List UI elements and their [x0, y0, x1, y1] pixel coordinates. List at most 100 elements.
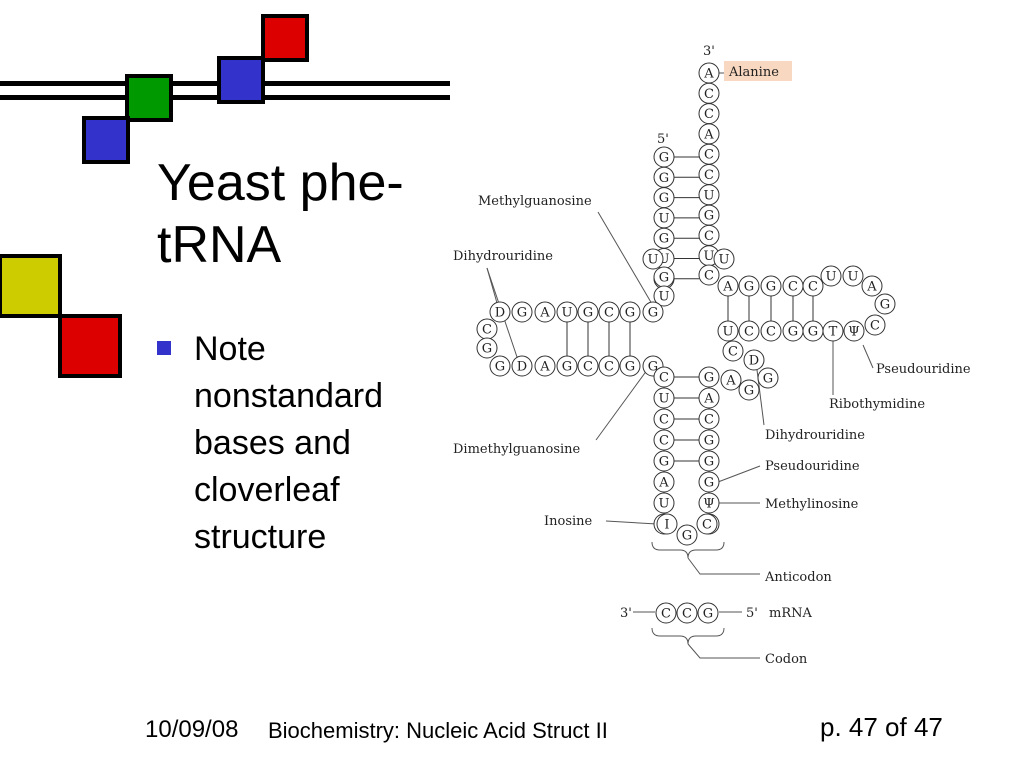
nt-darm-bottom-3: G — [556, 355, 578, 377]
nt-tarm-top-4: C — [802, 275, 824, 297]
leader-pseudouridine-anticodon — [717, 465, 761, 483]
nt-tarm-top-6-base: U — [848, 270, 859, 285]
nt-anticodon-stem-left-1-base: U — [659, 392, 670, 407]
nt-variable-4: G — [757, 367, 779, 389]
nt-tarm-top-1: G — [738, 275, 760, 297]
nt-darm-top-3-base: U — [562, 306, 573, 321]
nt-darm-top-0-circle — [489, 301, 511, 323]
nt-tarm-top-7-circle — [861, 275, 883, 297]
nt-acceptor3-3: A — [698, 123, 720, 145]
nt-tarm-bottom-1-base: C — [744, 325, 754, 340]
nt-tarm-bottom-1: C — [738, 320, 760, 342]
nt-tarm-bottom-5-circle — [822, 320, 844, 342]
nt-darm-top-3: U — [556, 301, 578, 323]
nt-anticodon-2-base: C — [702, 518, 712, 533]
nt-anticodon-stem-left-5: A — [653, 471, 675, 493]
nt-anticodon-stem-left-4-base: G — [659, 455, 669, 470]
nt-acceptor3-5-base: C — [704, 168, 714, 183]
label-dimethylguanosine: Dimethylguanosine — [453, 442, 581, 457]
nt-anticodon-stem-left-0: C — [653, 366, 675, 388]
nt-mrna-1-base: C — [682, 607, 692, 622]
nt-tarm-bottom-0-circle — [717, 320, 739, 342]
nt-acceptor3-6-base: U — [704, 188, 715, 203]
deco-square-blue — [217, 56, 265, 104]
nt-tarm-bottom-6-circle — [843, 320, 865, 342]
nt-acceptor3-4: C — [698, 143, 720, 165]
nt-connector-left-2: U — [653, 285, 675, 307]
nt-darm-bottom-0-circle — [489, 355, 511, 377]
nt-anticodon-0: I — [656, 513, 678, 535]
nt-variable-0-base: C — [728, 345, 738, 360]
nt-tarm-top-7-base: A — [866, 280, 877, 295]
nt-tarm-bottom-6: Ψ — [843, 320, 865, 342]
nt-tarm-top-2: G — [760, 275, 782, 297]
nt-tarm-top-5-base: U — [826, 270, 837, 285]
nt-darm-top-7: G — [642, 301, 664, 323]
nt-mrna-1-circle — [676, 602, 698, 624]
nt-acceptor3-7: G — [698, 204, 720, 226]
brace-codon — [651, 627, 725, 645]
nt-anticodon-stem-left-2-base: C — [659, 413, 669, 428]
nt-acceptor3-1-base: C — [704, 87, 714, 102]
nt-tarm-bottom-4-base: G — [808, 325, 818, 340]
nt-connector-right-0-circle — [713, 248, 735, 270]
nt-tarm-top-3: C — [782, 275, 804, 297]
bullet-text: Note nonstandard bases and cloverleaf st… — [194, 330, 384, 556]
nt-acceptor3-6: U — [698, 184, 720, 206]
nt-anticodon-stem-right-0-circle — [698, 366, 720, 388]
nt-darm-top-1-base: G — [517, 306, 527, 321]
nt-connector-left-0: U — [642, 248, 664, 270]
nt-anticodon-stem-right-3-base: G — [704, 434, 714, 449]
nt-anticodon-1-circle — [676, 524, 698, 546]
nt-connector-left-2-circle — [653, 285, 675, 307]
deco-square-red-2 — [58, 314, 122, 378]
nt-anticodon-stem-left-3-circle — [653, 429, 675, 451]
deco-square-green — [125, 74, 173, 122]
bullet-marker — [157, 341, 171, 355]
label-3prime-top: 3' — [703, 44, 715, 59]
nt-tarm-top-1-base: G — [744, 280, 754, 295]
nt-darm-bottom-0-base: G — [495, 360, 505, 375]
nt-acceptor5-4: G — [653, 227, 675, 249]
nt-anticodon-stem-left-0-base: C — [659, 371, 669, 386]
nt-anticodon-stem-left-1: U — [653, 387, 675, 409]
nt-darm-bottom-4-base: C — [583, 360, 593, 375]
nt-darm-top-4: G — [577, 301, 599, 323]
label-5prime-top: 5' — [657, 132, 669, 147]
nt-darm-bottom-1: D — [511, 355, 533, 377]
nt-tarm-top-6: U — [842, 265, 864, 287]
nt-darm-top-4-circle — [577, 301, 599, 323]
nt-acceptor3-8: C — [698, 224, 720, 246]
trna-diagram: ACCACCUGCUGGGUGUUUGUUCDGAUGCGGGDAGCCGGCG… — [453, 44, 971, 667]
footer-date: 10/09/08 — [145, 716, 239, 743]
nt-anticodon-stem-right-4: G — [698, 450, 720, 472]
nt-anticodon-stem-right-3-circle — [698, 429, 720, 451]
label-inosine: Inosine — [544, 514, 593, 529]
nt-tarm-bottom-4: G — [802, 320, 824, 342]
nt-connector-left-2-base: U — [659, 290, 670, 305]
label-methylguanosine: Methylguanosine — [478, 194, 592, 209]
nt-anticodon-stem-left-6: U — [653, 492, 675, 514]
label-leader-lines — [486, 72, 874, 659]
nt-darm-bottom-4: C — [577, 355, 599, 377]
nt-acceptor3-2-base: C — [704, 107, 714, 122]
nt-darm-bottom-3-circle — [556, 355, 578, 377]
nt-acceptor5-4-base: G — [659, 232, 669, 247]
nt-anticodon-stem-left-3: C — [653, 429, 675, 451]
nt-anticodon-0-base: I — [664, 518, 669, 533]
deco-square-blue-2 — [82, 116, 130, 164]
nt-anticodon-stem-right-2-base: C — [704, 413, 714, 428]
leader-codon — [687, 643, 760, 659]
nt-acceptor5-2-base: G — [659, 191, 669, 206]
nt-darm-top-5-circle — [598, 301, 620, 323]
nt-tarm-top-0-base: A — [722, 280, 733, 295]
nt-acceptor5-3-base: U — [659, 211, 670, 226]
nt-tarm-bottom-5: T — [822, 320, 844, 342]
nt-mrna-2-circle — [697, 602, 719, 624]
nt-darm-bottom-7-base: G — [648, 360, 658, 375]
nt-variable-3: G — [738, 379, 760, 401]
nt-variable-1-base: D — [749, 354, 759, 369]
nt-darm-top-6-circle — [619, 301, 641, 323]
nt-darm-top-6: G — [619, 301, 641, 323]
label-methylinosine: Methylinosine — [765, 497, 859, 512]
